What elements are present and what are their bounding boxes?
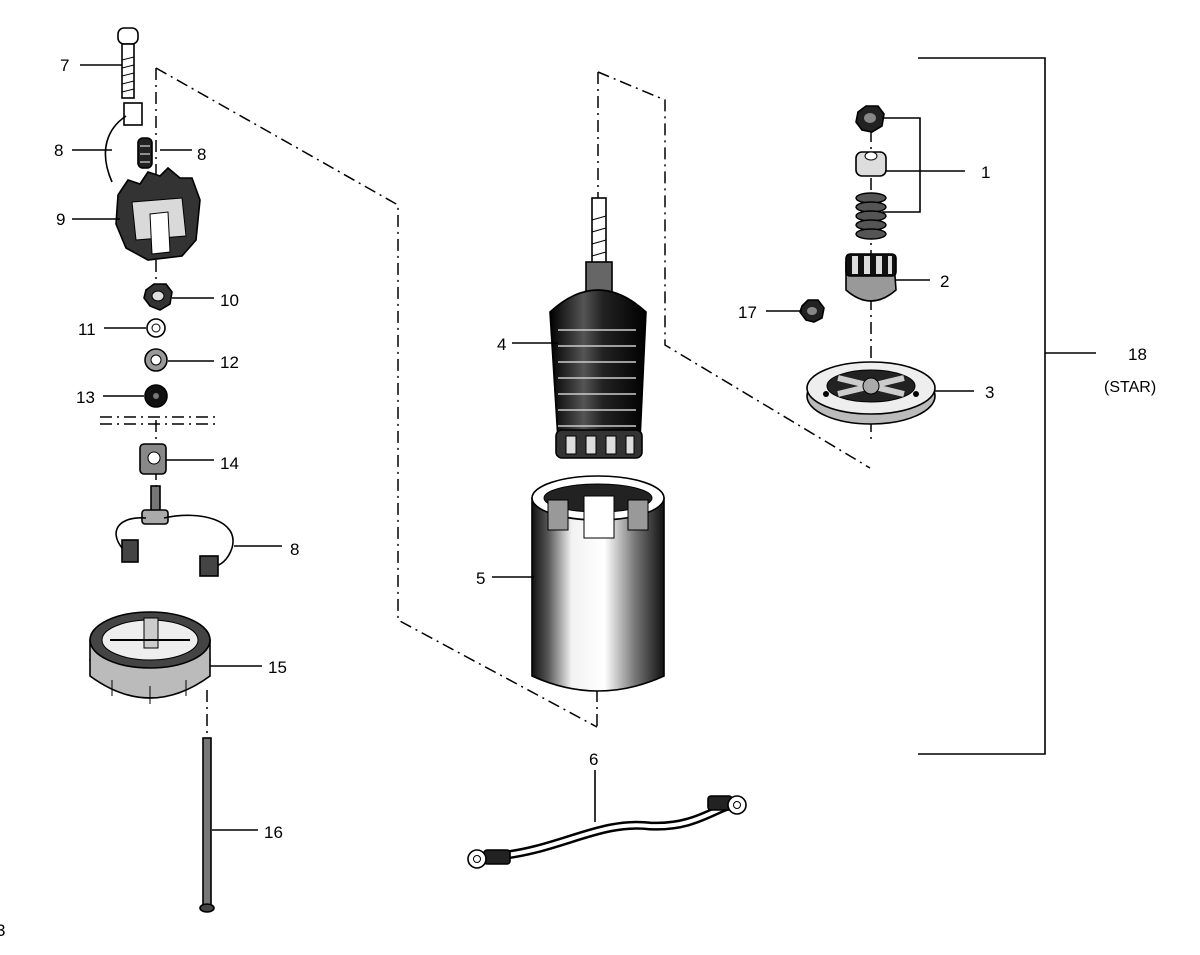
nut-part-14 bbox=[139, 443, 167, 475]
callout-18-note: (STAR) bbox=[1104, 379, 1156, 396]
assembly-centerlines bbox=[100, 67, 872, 740]
pinion-part-2 bbox=[845, 253, 897, 302]
brush-lead-part-8-top bbox=[104, 102, 153, 183]
nut-part-17 bbox=[799, 299, 825, 323]
brush-holder-part-9 bbox=[115, 166, 201, 261]
callout-10: 10 bbox=[220, 291, 239, 310]
callout-17: 17 bbox=[738, 303, 757, 322]
washer-part-11 bbox=[146, 318, 166, 338]
callout-9: 9 bbox=[56, 210, 65, 229]
housing-part-5 bbox=[531, 475, 665, 692]
armature-part-4 bbox=[549, 197, 647, 459]
drive-parts-1 bbox=[855, 105, 887, 240]
callout-8-bottom: 8 bbox=[290, 540, 299, 559]
callout-1: 1 bbox=[981, 163, 990, 182]
callout-7: 7 bbox=[60, 56, 69, 75]
callout-18: 18 bbox=[1128, 345, 1147, 364]
callout-labels: 7 8 8 9 10 11 12 13 14 8 15 16 4 5 6 1 2… bbox=[0, 56, 1156, 940]
star-bracket-18 bbox=[918, 57, 1046, 755]
callout-11: 11 bbox=[78, 320, 96, 339]
callout-8-top-left: 8 bbox=[54, 141, 63, 160]
cable-part-6 bbox=[467, 795, 747, 869]
callout-6: 6 bbox=[589, 750, 598, 769]
callout-3: 3 bbox=[985, 383, 994, 402]
through-bolt-part-16 bbox=[199, 737, 215, 913]
callout-5: 5 bbox=[476, 569, 485, 588]
bolt-part-7 bbox=[117, 27, 139, 99]
brush-lead-part-8-bottom bbox=[115, 485, 234, 577]
callout-14: 14 bbox=[220, 454, 239, 473]
callout-16: 16 bbox=[264, 823, 283, 842]
callout-2: 2 bbox=[940, 272, 949, 291]
washer-part-12 bbox=[144, 348, 168, 372]
callout-15: 15 bbox=[268, 658, 287, 677]
end-cap-part-15 bbox=[89, 611, 211, 704]
page-marker: 3 bbox=[0, 921, 5, 940]
callout-4: 4 bbox=[497, 335, 506, 354]
callout-8-top-right: 8 bbox=[197, 145, 206, 164]
nut-part-10 bbox=[143, 283, 173, 311]
end-plate-part-3 bbox=[806, 361, 936, 425]
callout-13: 13 bbox=[76, 388, 95, 407]
callout-12: 12 bbox=[220, 353, 239, 372]
leader-lines bbox=[72, 64, 1096, 831]
insulator-part-13 bbox=[144, 384, 168, 408]
